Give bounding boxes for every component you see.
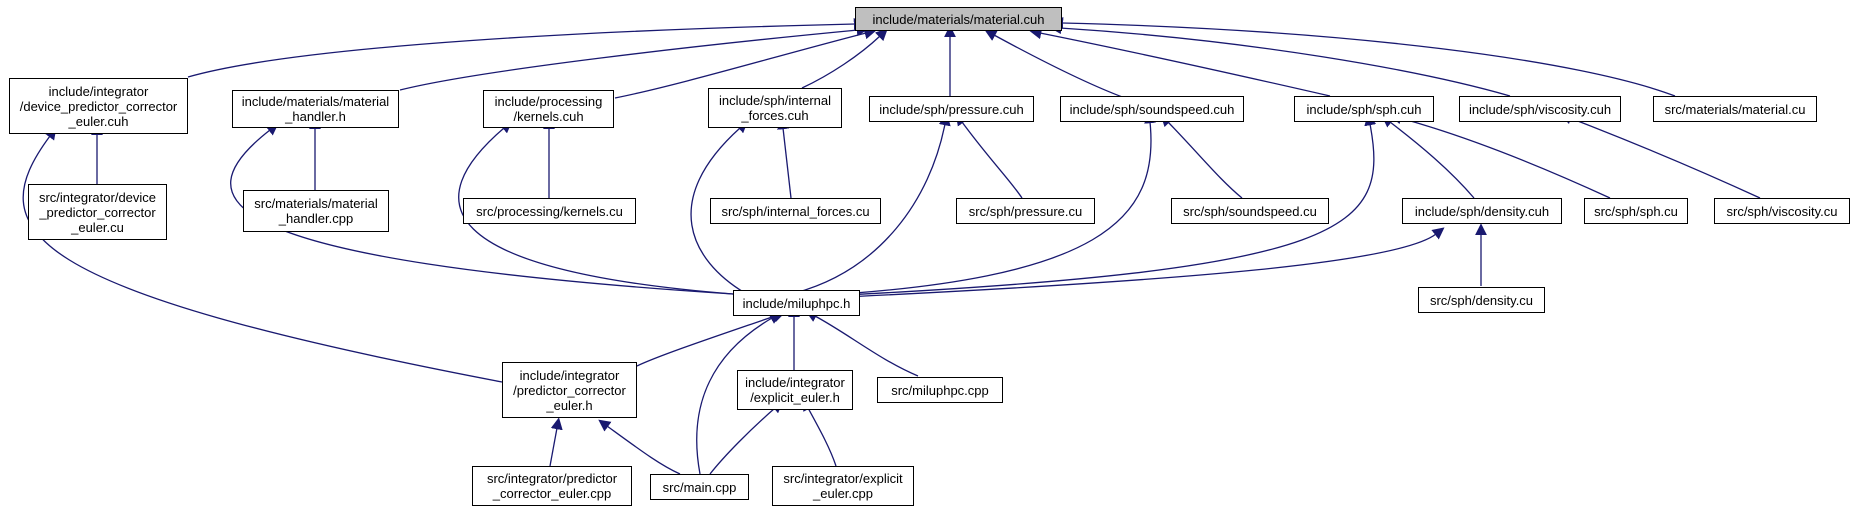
node-mat_handler_h[interactable]: include/materials/material_handler.h	[232, 90, 399, 128]
edge-pce_h-miluphpc_h	[636, 310, 786, 367]
node-label-line: src/integrator/explicit	[783, 471, 903, 486]
node-intforces_h[interactable]: include/sph/internal_forces.cuh	[708, 88, 842, 128]
edge-miluphpc_h-density_h	[824, 227, 1445, 299]
edge-density_h-sph_h	[1381, 115, 1475, 199]
node-label-line: _corrector_euler.cpp	[492, 486, 612, 501]
node-label-line: src/sph/viscosity.cu	[1726, 203, 1838, 219]
node-label-line: include/materials/material.cuh	[872, 11, 1045, 27]
edge-pressure_cu-pressure_h	[955, 113, 1023, 199]
node-intforces_cu[interactable]: src/sph/internal_forces.cu	[710, 198, 881, 224]
node-label-line: src/materials/material	[254, 196, 378, 211]
node-label-line: include/sph/density.cuh	[1414, 203, 1550, 219]
node-label-line: include/materials/material	[241, 94, 390, 109]
edge-intforces_h-root	[801, 28, 888, 89]
node-label-line: src/main.cpp	[662, 479, 737, 495]
node-pressure_h[interactable]: include/sph/pressure.cuh	[869, 96, 1034, 122]
node-kernels_h[interactable]: include/processing/kernels.cuh	[483, 90, 614, 128]
edge-sph_cu-sph_h	[1389, 112, 1611, 199]
node-root[interactable]: include/materials/material.cuh	[855, 7, 1062, 31]
edge-mat_handler_h-root	[399, 24, 869, 91]
edge-pce_h-dev_pce_h	[22, 127, 503, 383]
node-label-line: _euler.cu	[71, 219, 124, 235]
node-explicit_cpp[interactable]: src/integrator/explicit_euler.cpp	[772, 466, 914, 506]
node-label-line: include/sph/viscosity.cuh	[1468, 101, 1612, 117]
node-pressure_cu[interactable]: src/sph/pressure.cu	[956, 198, 1095, 224]
node-label-line: include/processing	[494, 94, 603, 109]
edge-miluphpc_h-intforces_h	[690, 120, 749, 294]
node-label-line: include/sph/soundspeed.cuh	[1069, 101, 1235, 117]
node-label-line: src/processing/kernels.cu	[476, 203, 623, 219]
node-label-line: /kernels.cuh	[513, 109, 584, 124]
node-label-line: _euler.cpp	[813, 486, 873, 501]
edge-miluphpc_h-kernels_h	[458, 120, 734, 295]
node-label-line: src/sph/pressure.cu	[968, 203, 1083, 219]
node-label-line: include/integrator	[48, 83, 149, 99]
node-label-line: src/sph/soundspeed.cu	[1183, 203, 1317, 219]
edge-sph_h-root	[1029, 27, 1331, 97]
node-label-line: _predictor_corrector	[39, 204, 156, 220]
node-label-line: src/sph/sph.cu	[1594, 203, 1678, 219]
edge-main_cpp-explicit_h	[709, 400, 784, 475]
edge-viscosity_cu-viscosity_h	[1559, 112, 1761, 199]
node-label-line: src/integrator/device	[38, 189, 157, 205]
node-pce_cpp[interactable]: src/integrator/predictor_corrector_euler…	[472, 466, 632, 506]
node-mat_handler_cpp[interactable]: src/materials/material_handler.cpp	[243, 190, 389, 232]
node-miluphpc_h[interactable]: include/miluphpc.h	[733, 290, 860, 316]
node-miluphpc_cpp[interactable]: src/miluphpc.cpp	[877, 377, 1003, 403]
node-label-line: /explicit_euler.h	[750, 390, 840, 405]
node-label-line: include/integrator	[745, 375, 845, 390]
node-label-line: src/integrator/predictor	[486, 471, 618, 486]
node-dev_pce_h[interactable]: include/integrator/device_predictor_corr…	[9, 78, 188, 134]
edge-intforces_cu-intforces_h	[777, 117, 792, 199]
edge-soundspeed_cu-soundspeed_h	[1160, 114, 1243, 199]
node-sph_h[interactable]: include/sph/sph.cuh	[1294, 96, 1434, 122]
node-label-line: _euler.cuh	[68, 113, 129, 129]
node-label-line: include/sph/sph.cuh	[1306, 101, 1422, 117]
node-density_cu[interactable]: src/sph/density.cu	[1418, 287, 1545, 313]
edge-miluphpc_cpp-miluphpc_h	[805, 310, 919, 377]
edge-viscosity_h-root	[1049, 22, 1511, 97]
node-pce_h[interactable]: include/integrator/predictor_corrector_e…	[502, 362, 637, 418]
node-label-line: include/sph/pressure.cuh	[879, 101, 1024, 117]
node-kernels_cu[interactable]: src/processing/kernels.cu	[463, 198, 636, 224]
node-label-line: src/materials/material.cu	[1664, 101, 1806, 117]
edge-main_cpp-miluphpc_h	[696, 312, 782, 475]
node-sph_cu[interactable]: src/sph/sph.cu	[1584, 198, 1688, 224]
node-label-line: _handler.cpp	[278, 211, 354, 226]
edge-dev_pce_h-root	[187, 18, 866, 78]
node-label-line: include/sph/internal	[718, 93, 832, 108]
node-explicit_h[interactable]: include/integrator/explicit_euler.h	[737, 370, 853, 410]
node-label-line: _forces.cuh	[741, 108, 809, 123]
edge-miluphpc_h-pressure_h	[794, 113, 951, 294]
node-viscosity_h[interactable]: include/sph/viscosity.cuh	[1459, 96, 1621, 122]
node-viscosity_cu[interactable]: src/sph/viscosity.cu	[1714, 198, 1850, 224]
edge-pce_cpp-pce_h	[549, 417, 563, 467]
node-main_cpp[interactable]: src/main.cpp	[650, 474, 749, 500]
node-label-line: _handler.h	[285, 109, 346, 124]
edge-material_cu-root	[1051, 17, 1676, 97]
node-dev_pce_cu[interactable]: src/integrator/device_predictor_correcto…	[28, 184, 167, 240]
edge-miluphpc_h-soundspeed_h	[809, 111, 1157, 297]
node-soundspeed_cu[interactable]: src/sph/soundspeed.cu	[1171, 198, 1329, 224]
node-label-line: /device_predictor_corrector	[19, 98, 178, 114]
node-label-line: include/miluphpc.h	[742, 295, 851, 311]
edge-soundspeed_h-root	[984, 29, 1126, 99]
node-label-line: include/integrator	[519, 367, 620, 383]
node-label-line: src/sph/internal_forces.cu	[721, 203, 870, 219]
node-label-line: /predictor_corrector	[513, 382, 626, 398]
node-density_h[interactable]: include/sph/density.cuh	[1402, 198, 1562, 224]
node-label-line: src/miluphpc.cpp	[891, 382, 989, 398]
node-material_cu[interactable]: src/materials/material.cu	[1653, 96, 1817, 122]
node-label-line: _euler.h	[546, 397, 593, 413]
node-soundspeed_h[interactable]: include/sph/soundspeed.cuh	[1060, 96, 1244, 122]
edge-kernels_h-root	[614, 27, 877, 99]
edge-main_cpp-pce_h	[598, 419, 681, 475]
node-label-line: src/sph/density.cu	[1429, 292, 1534, 308]
edge-explicit_cpp-explicit_h	[802, 398, 837, 467]
edge-miluphpc_h-sph_h	[824, 113, 1377, 297]
